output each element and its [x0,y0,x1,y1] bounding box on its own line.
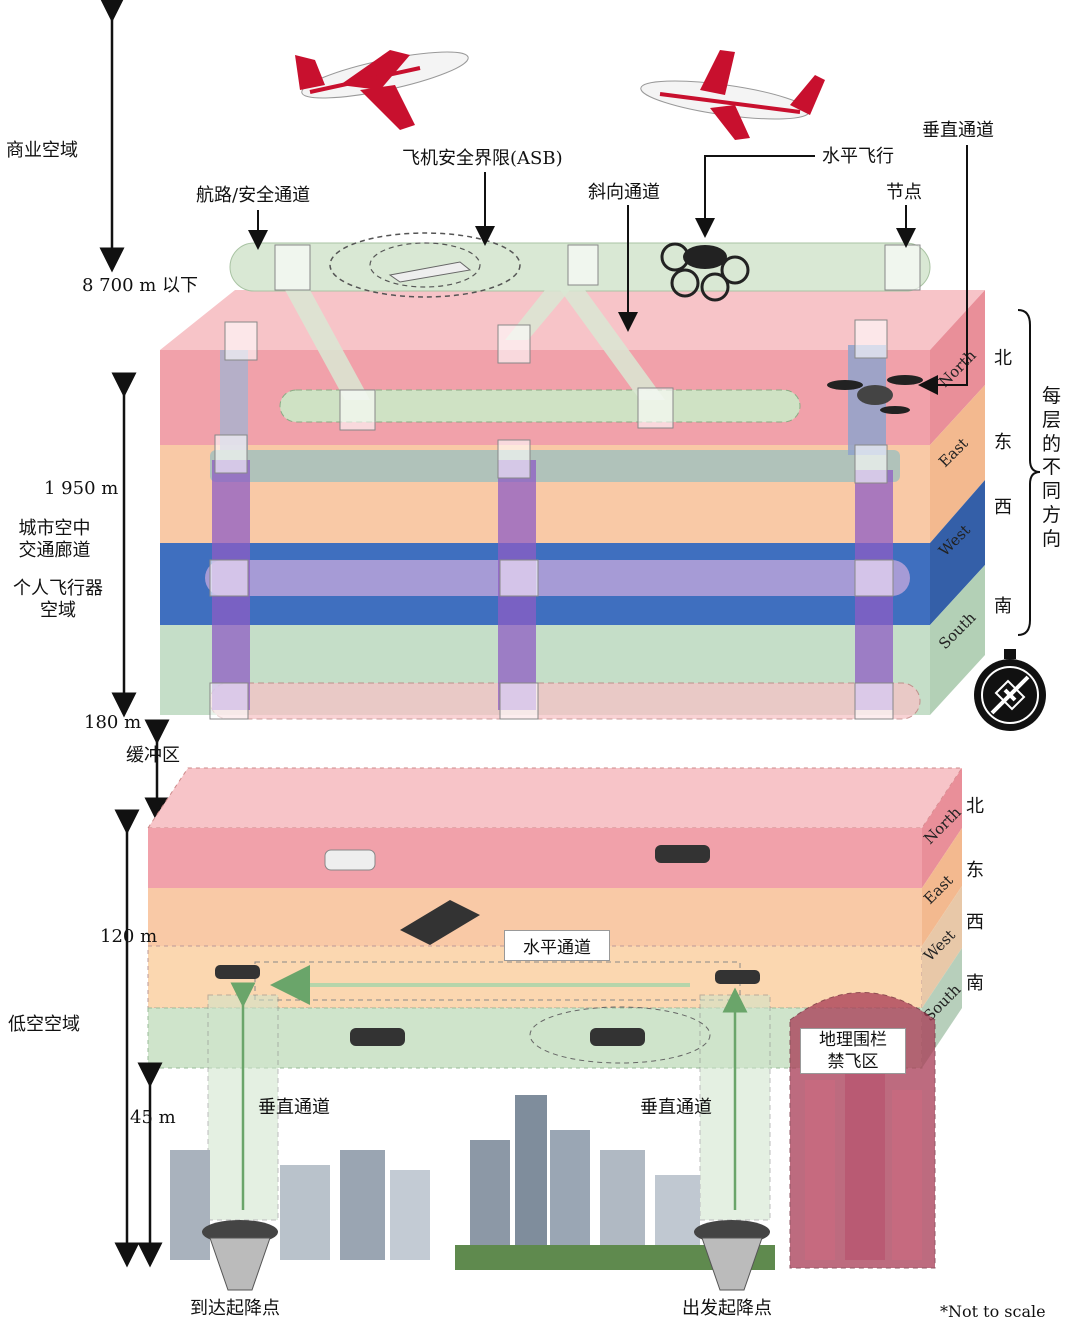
horizontal-channel-label: 水平通道 [504,930,610,961]
compass-icon [974,649,1046,731]
not-to-scale-label: *Not to scale [940,1302,1046,1321]
different-direction-label: 每层的不同方向 [1042,385,1062,550]
vertical-channel-left-label: 垂直通道 [258,1097,330,1118]
airplane-icon [640,50,825,140]
asb-label: 飞机安全界限(ASB) [402,148,563,169]
airplane-icon [295,50,469,130]
upper-zh-north: 北 [994,348,1012,369]
asb-boundary [329,232,521,298]
route-safety-channel-label: 航路/安全通道 [196,185,311,206]
lower-zh-west: 西 [966,912,984,933]
alt-45-label: 45 m [130,1107,176,1128]
node-cube [274,244,311,291]
upper-top-face [160,290,985,350]
alt-1950-label: 1 950 m [44,478,119,499]
pav-airspace-label: 个人飞行器空域 [13,578,103,621]
evtol-icon [660,242,750,302]
lower-north-front [148,828,922,888]
diagonal-channel-label: 斜向通道 [588,182,660,203]
lower-zh-north: 北 [966,796,984,817]
uam-corridor-label: 城市空中交通廊道 [18,518,91,561]
commercial-airspace-label: 商业空域 [6,140,78,161]
direction-brace [1017,309,1041,636]
horizontal-flight-label: 水平飞行 [822,146,894,167]
west-channel [205,560,910,596]
arrival-vertiport-label: 到达起降点 [190,1298,280,1319]
layer-west-side [930,480,985,625]
layer-east-side [930,385,985,543]
upper-block [160,232,985,720]
alt-120-label: 120 m [100,926,158,947]
layer-south-side [930,565,985,715]
departure-vertiport-label: 出发起降点 [682,1298,772,1319]
geofence-label: 地理围栏 [819,1030,887,1050]
layer-north-side [930,290,985,445]
upper-zh-east: 东 [994,432,1012,453]
alt-8700-label: 8 700 m 以下 [82,275,199,296]
lower-zh-east: 东 [966,860,984,881]
node-label: 节点 [886,182,922,203]
diagonal-channel [285,290,370,400]
upper-zh-south: 南 [994,596,1012,617]
buffer-zone-label: 缓冲区 [126,745,180,766]
alt-180-label: 180 m [84,712,142,733]
evtol-icon [388,261,472,283]
lower-zh-south: 南 [966,973,984,994]
vertiport-icon [202,1220,770,1291]
south-channel [209,682,921,720]
evtol-icon [827,375,923,414]
east-channel [210,450,900,482]
vertical-channel-top-label: 垂直通道 [922,120,994,141]
no-fly-zone-label: 禁飞区 [827,1052,879,1073]
vertical-channel-right-label: 垂直通道 [640,1097,712,1118]
upper-zh-west: 西 [994,497,1012,518]
drone-icon [215,845,760,1046]
geofence-box: 地理围栏 禁飞区 [800,1028,906,1075]
low-altitude-airspace-label: 低空空域 [8,1014,80,1035]
